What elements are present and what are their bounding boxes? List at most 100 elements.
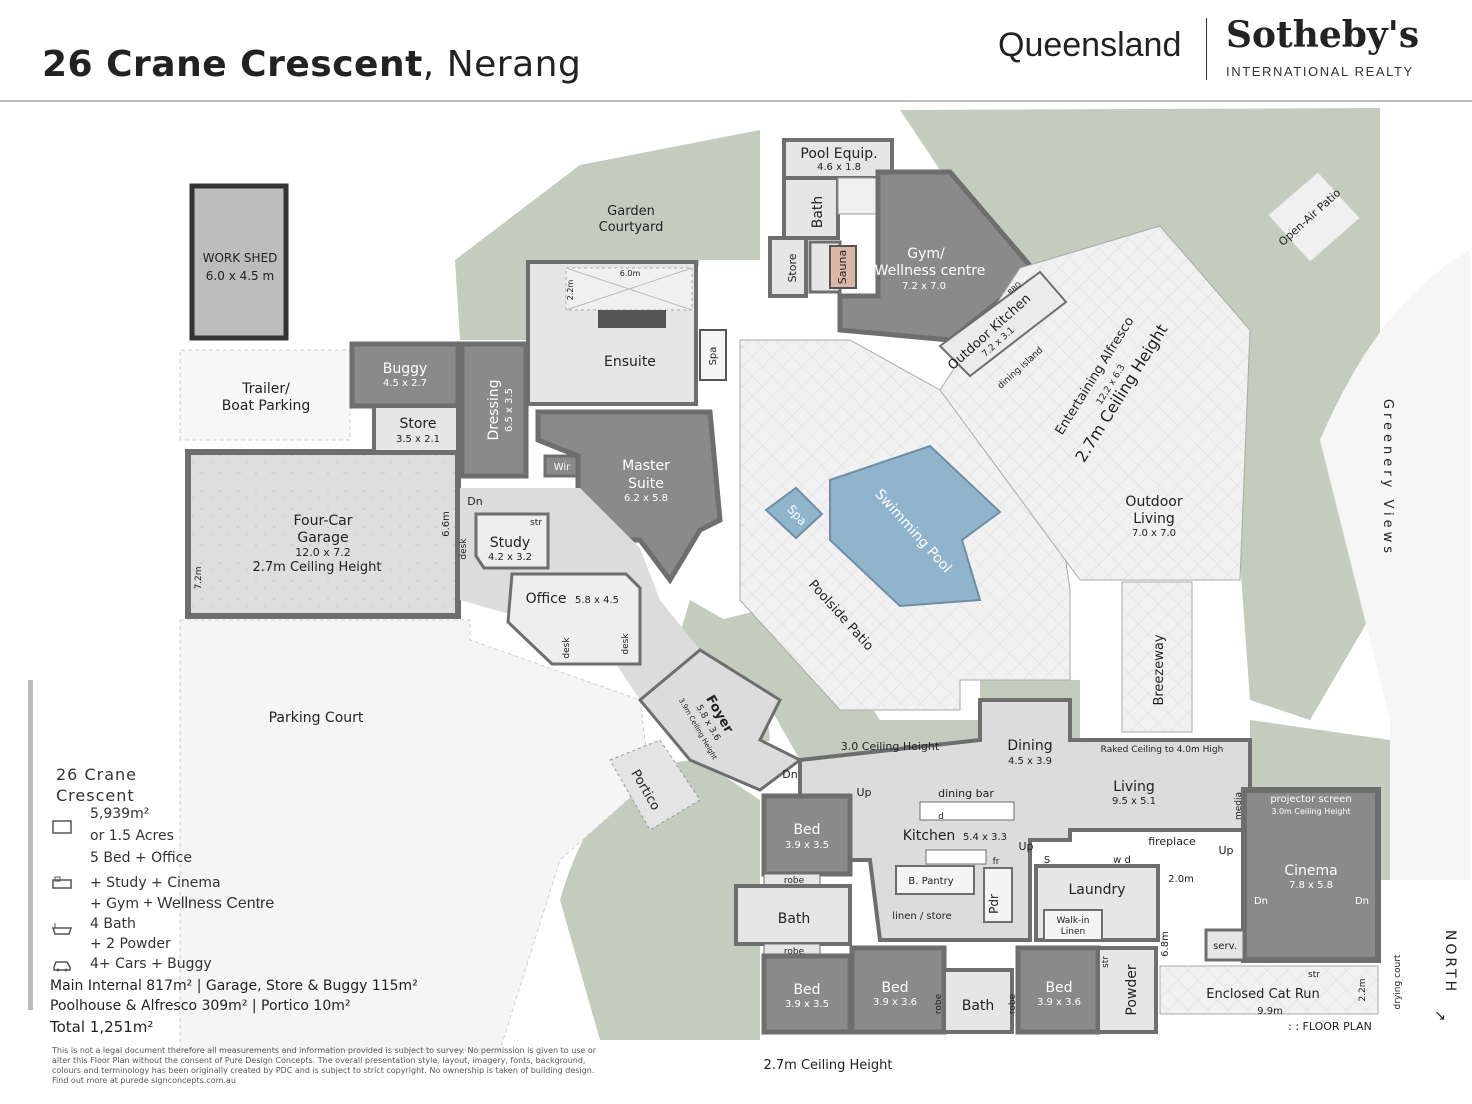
kitchen-fr: fr [993, 857, 1000, 867]
garage-ceiling: 2.7m Ceiling Height [253, 560, 382, 575]
media-label: media [1234, 792, 1244, 820]
living-wing: 3.0 Ceiling Height Dining 4.5 x 3.9 Rake… [782, 698, 1252, 942]
master-dim: 6.2 x 5.8 [624, 493, 668, 504]
master-label-1: Master [622, 458, 670, 474]
projector-screen: projector screen [1270, 794, 1351, 805]
bed-2 [761, 953, 853, 1035]
outdoor-living-dim: 7.0 x 7.0 [1132, 528, 1176, 539]
ceiling-3-label: 3.0 Ceiling Height [841, 740, 940, 753]
sauna-label: Sauna [836, 250, 849, 284]
b-pantry-label: B. Pantry [908, 876, 953, 887]
swimming-pool [829, 444, 1002, 608]
raked-ceiling: Raked Ceiling to 4.0m High [1101, 745, 1224, 755]
pool-equip-dim: 4.6 x 1.8 [817, 162, 861, 173]
cinema-dn-1: Dn [1254, 896, 1268, 907]
garage-dim: 12.0 x 7.2 [295, 546, 351, 559]
header: 26 Crane Crescent, Nerang Queensland Sot… [0, 0, 1472, 100]
ensuite-width: 6.0m [620, 269, 641, 278]
bed-icon [52, 876, 72, 889]
kitchen-dim: 5.4 x 3.3 [963, 832, 1007, 843]
office-desk-2: desk [621, 633, 631, 655]
parking-court-label: Parking Court [269, 710, 364, 726]
outdoor-living-1: Outdoor [1125, 494, 1182, 510]
stats-2: Poolhouse & Alfresco 309m² | Portico 10m… [50, 998, 351, 1014]
dim-9-9: 9.9m [1257, 1006, 1283, 1017]
bed-1-dim: 3.9 x 3.5 [785, 840, 829, 851]
kitchen-s: S [1044, 855, 1050, 866]
work-shed-label: WORK SHED [203, 251, 278, 265]
dim-2-2-b: 2.2m [1358, 978, 1368, 1001]
gym-label-2: Wellness centre [875, 263, 986, 279]
laundry-wd: w d [1113, 855, 1131, 866]
dining-bar-d: d [938, 812, 944, 822]
cinema-label: Cinema [1284, 863, 1337, 879]
fireplace-label: fireplace [1148, 835, 1196, 848]
enclosed-cat-run [1159, 965, 1379, 1015]
work-shed-dim: 6.0 x 4.5 m [206, 269, 274, 283]
greenery-views: Greenery Views [1380, 399, 1395, 557]
beds-3: + Gym + Wellness Centre [90, 895, 274, 913]
bed-3-dim: 3.9 x 3.6 [873, 997, 917, 1008]
dressing-room [459, 341, 529, 479]
bath-1: 4 Bath [90, 916, 136, 932]
buggy-dim: 4.5 x 2.7 [383, 378, 427, 389]
dn-label-1: Dn [467, 495, 482, 508]
land-area-1: 5,939m² [90, 806, 150, 822]
cinema-dn-2: Dn [1355, 896, 1369, 907]
bed-2-label: Bed [793, 982, 820, 998]
gym-dim: 7.2 x 7.0 [902, 281, 946, 292]
garage-label-2: Garage [297, 530, 348, 546]
address: 26 Crane Crescent [42, 44, 423, 85]
north-arrow-icon: ↘ [1434, 1008, 1446, 1024]
cat-run-label: Enclosed Cat Run [1206, 987, 1320, 1002]
bed-3-label: Bed [881, 980, 908, 996]
disclaimer: This is not a legal document therefore a… [52, 1046, 597, 1085]
dressing-label: Dressing [486, 379, 502, 440]
garden-courtyard-2: Courtyard [599, 220, 664, 235]
bath-top-label: Bath [810, 196, 826, 229]
up-label-2: Up [1018, 840, 1033, 853]
dim-6-8: 6.8m [1160, 931, 1171, 957]
powder-label: Powder [1124, 964, 1140, 1015]
legend-bar [28, 680, 33, 1010]
trailer-label-2: Boat Parking [222, 398, 311, 414]
cinema [1241, 787, 1381, 963]
office-desk-1: desk [562, 637, 572, 659]
robe-1-label: robe [784, 876, 805, 886]
office-label: Office [526, 591, 567, 607]
dining-label: Dining [1007, 738, 1052, 754]
living-dim: 9.5 x 5.1 [1112, 796, 1156, 807]
office [506, 572, 642, 666]
dressing-dim: 6.5 x 3.5 [504, 388, 515, 432]
page-title: 26 Crane Crescent, Nerang [42, 44, 582, 85]
walkin-label-2: Linen [1061, 927, 1085, 937]
study-desk: desk [459, 538, 469, 560]
beds-2: + Study + Cinema [90, 875, 221, 891]
robe-4-label: robe [1008, 993, 1018, 1014]
trailer-label-1: Trailer/ [241, 381, 290, 397]
wir-label: Wir [554, 462, 571, 473]
legend-title-2: Crescent [56, 786, 135, 805]
master-label-2: Suite [628, 476, 664, 492]
breezeway-label: Breezeway [1152, 634, 1167, 705]
up-label-3: Up [1218, 844, 1233, 857]
bed-2-dim: 3.9 x 3.5 [785, 999, 829, 1010]
buggy-room [349, 341, 461, 409]
robe-2-label: robe [784, 947, 805, 957]
poolhouse: Pool Equip. 4.6 x 1.8 Bath Store Sauna G… [768, 138, 1036, 343]
bath-icon [52, 923, 72, 935]
drying-court: drying court [1393, 954, 1403, 1009]
ceiling-bottom: 2.7m Ceiling Height [764, 1058, 893, 1073]
walkin-label-1: Walk-in [1056, 916, 1089, 926]
cars: 4+ Cars + Buggy [90, 956, 212, 972]
garage-dim-6-6: 6.6m [441, 511, 452, 537]
car-icon [53, 961, 71, 972]
floor-plan: WORK SHED 6.0 x 4.5 m Four-Car Garage 12… [179, 108, 1470, 1073]
bath-2: + 2 Powder [90, 936, 171, 952]
bed-4 [1015, 945, 1101, 1035]
pool-equip-label: Pool Equip. [800, 146, 877, 162]
land-area-icon [52, 820, 72, 834]
living-label: Living [1113, 779, 1155, 795]
outdoor-living-2: Living [1133, 511, 1175, 527]
garage: Four-Car Garage 12.0 x 7.2 2.7m Ceiling … [185, 449, 461, 619]
